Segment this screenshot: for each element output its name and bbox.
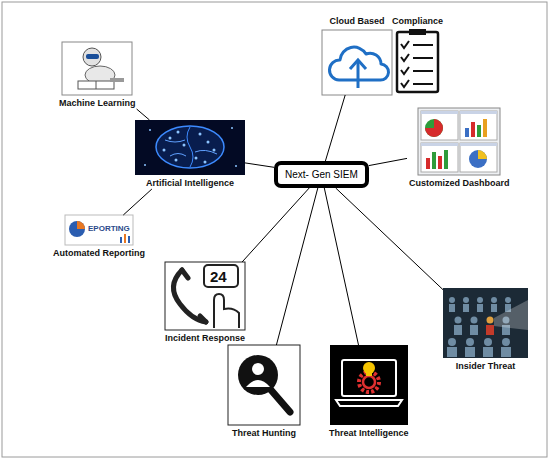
intel-icon [330, 345, 408, 425]
label-group: Threat Hunting [232, 428, 296, 439]
label-group: Artificial Intelligence [146, 178, 234, 189]
connector-line [276, 188, 317, 345]
feature-label: Customized Dashboard [409, 178, 510, 189]
feature-node: Customized Dashboard [407, 108, 512, 189]
feature-node: Incident Response [163, 262, 247, 344]
connector-line [242, 188, 309, 262]
checklist-icon [397, 29, 438, 92]
feature-node: Threat Intelligence [327, 345, 411, 439]
feature-label: Threat Intelligence [329, 428, 409, 439]
report-icon [65, 215, 133, 245]
connector-line [123, 189, 152, 215]
label-group: Customized Dashboard [409, 178, 510, 189]
connector-line [245, 163, 274, 167]
feature-node: Cloud Based [322, 16, 392, 95]
feature-label: Insider Threat [456, 361, 516, 372]
crowd-icon [443, 288, 528, 358]
feature-label: Compliance [392, 16, 443, 27]
icon-number: 24 [210, 269, 227, 284]
connector-line [369, 158, 407, 165]
feature-node: Threat Hunting [228, 345, 300, 439]
label-group: Compliance [392, 16, 443, 27]
phone-24-icon [165, 262, 245, 330]
icon-wordmark: EPORTING [88, 225, 130, 233]
cloud-icon [322, 30, 392, 95]
label-group: Machine Learning [59, 98, 136, 109]
connector-line [137, 109, 150, 120]
feature-label: Artificial Intelligence [146, 178, 234, 189]
hunter-icon [228, 345, 300, 425]
label-group: Incident Response [165, 333, 245, 344]
brain-icon [135, 120, 245, 175]
connector-line [324, 188, 358, 345]
feature-label: Automated Reporting [53, 248, 145, 259]
hub-box: Next- Gen SIEM [274, 161, 369, 188]
label-group: Insider Threat [456, 361, 516, 372]
feature-label: Threat Hunting [232, 428, 296, 439]
label-group: Automated Reporting [53, 248, 145, 259]
dashboard-icon [418, 108, 500, 175]
label-group: Threat Intelligence [329, 428, 409, 439]
connector-line [336, 188, 443, 290]
feature-label: Machine Learning [59, 98, 136, 109]
label-group: Cloud Based [329, 16, 384, 27]
feature-label: Cloud Based [329, 16, 384, 27]
feature-node: Insider Threat [443, 288, 528, 372]
feature-node: Compliance [390, 16, 445, 92]
feature-node: Machine Learning [57, 42, 138, 109]
feature-node: Artificial Intelligence [135, 120, 245, 189]
feature-node: Automated Reporting [51, 215, 147, 259]
robot-icon [62, 42, 132, 95]
feature-label: Incident Response [165, 333, 245, 344]
connector-line [325, 95, 345, 161]
hub-label: Next- Gen SIEM [285, 169, 358, 180]
